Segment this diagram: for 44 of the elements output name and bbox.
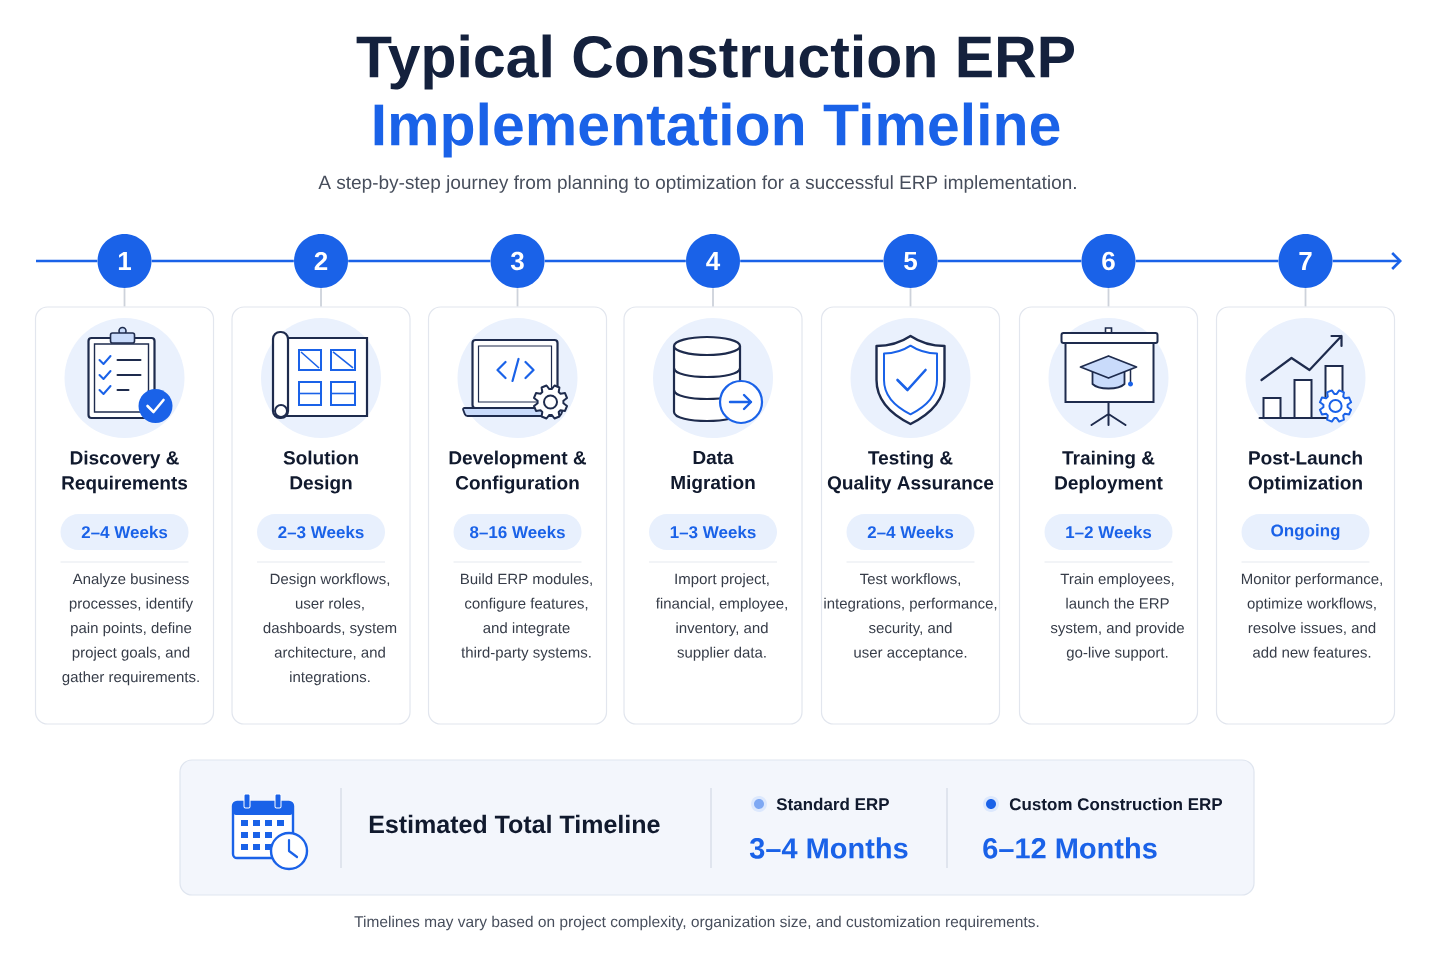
timeline-line	[151, 259, 294, 263]
timeline-line	[740, 259, 884, 263]
duration-pill: 2–3 Weeks	[257, 514, 385, 550]
connector-line	[909, 287, 912, 308]
card-title: Post-Launch Optimization	[1248, 450, 1362, 494]
card-title: Data Migration	[671, 450, 755, 494]
card-title: Training & Deployment	[1055, 450, 1163, 494]
description: Train employees, launch the ERP system, and provide go-live support.	[1050, 573, 1184, 661]
duration-pill: Ongoing	[1241, 514, 1370, 550]
timeline-line	[1332, 252, 1402, 270]
card-title: Development & Configuration	[449, 450, 587, 494]
description: Test workflows, integrations, performance, security, and user acceptance.	[824, 573, 997, 661]
duration-pill: 2–4 Weeks	[60, 514, 189, 550]
description: Analyze business processes, identify pain points, define project goals, and gather requirements.	[62, 573, 199, 686]
option-label: Standard ERP	[776, 797, 889, 811]
card-title: Discovery & Requirements	[62, 450, 188, 494]
timeline-line	[937, 259, 1082, 263]
connector-line	[123, 287, 126, 308]
connector-line	[1107, 287, 1110, 308]
description: Design workflows, user roles, dashboards, system architecture, and integrations.	[263, 573, 397, 686]
option-label: Custom Construction ERP	[1009, 797, 1223, 811]
connector-line	[516, 287, 519, 308]
footnote: Timelines may vary based on project complexity, organization size, and customization requirements.	[354, 915, 1039, 931]
connector-line	[1304, 287, 1307, 308]
title: Typical Construction ERP Implementation Timeline	[356, 34, 1075, 158]
connector-line	[712, 287, 714, 308]
timeline-line	[544, 259, 686, 263]
card-title: Solution Design	[283, 450, 358, 494]
panel-heading: Estimated Total Timeline	[369, 814, 660, 834]
duration-value: 3–4 Months	[749, 837, 908, 859]
description: Monitor performance, optimize workflows, resolve issues, and add new features.	[1241, 573, 1382, 658]
duration-value: 6–12 Months	[983, 837, 1157, 859]
description: Import project, financial, employee, inventory, and supplier data.	[655, 573, 787, 661]
timeline-line	[348, 259, 491, 263]
duration-pill: 1–3 Weeks	[649, 514, 777, 550]
timeline-line	[1135, 259, 1279, 263]
duration-pill: 8–16 Weeks	[453, 514, 582, 550]
subtitle: A step-by-step journey from planning to optimization for a successful ERP implementation.	[318, 175, 1076, 193]
description: Build ERP modules, configure features, and integrate third-party systems.	[461, 573, 592, 661]
card-title: Testing & Quality Assurance	[827, 450, 994, 494]
duration-pill: 1–2 Weeks	[1044, 514, 1173, 550]
connector-line	[320, 287, 322, 308]
duration-pill: 2–4 Weeks	[846, 514, 975, 550]
timeline-line	[36, 259, 98, 263]
